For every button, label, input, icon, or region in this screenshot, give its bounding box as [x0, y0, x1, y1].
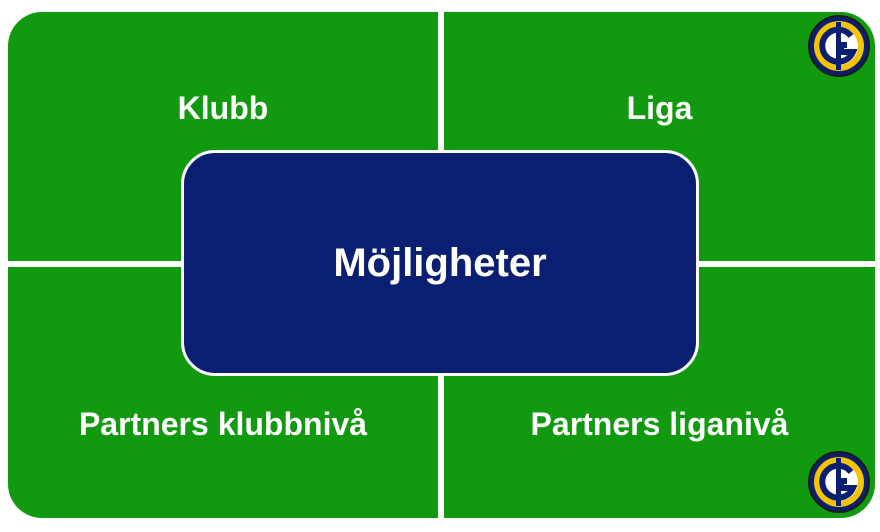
- quadrant-label-partners-liganiva: Partners liganivå: [530, 406, 789, 442]
- quadrant-label-liga: Liga: [626, 90, 693, 126]
- center-label: Möjligheter: [333, 241, 547, 285]
- center-box: Möjligheter: [181, 150, 699, 376]
- league-emblem-icon: [808, 15, 870, 77]
- quadrant-label-partners-klubbniva: Partners klubbnivå: [78, 406, 368, 442]
- league-emblem-icon: [808, 451, 870, 513]
- quadrant-label-klubb: Klubb: [177, 90, 269, 126]
